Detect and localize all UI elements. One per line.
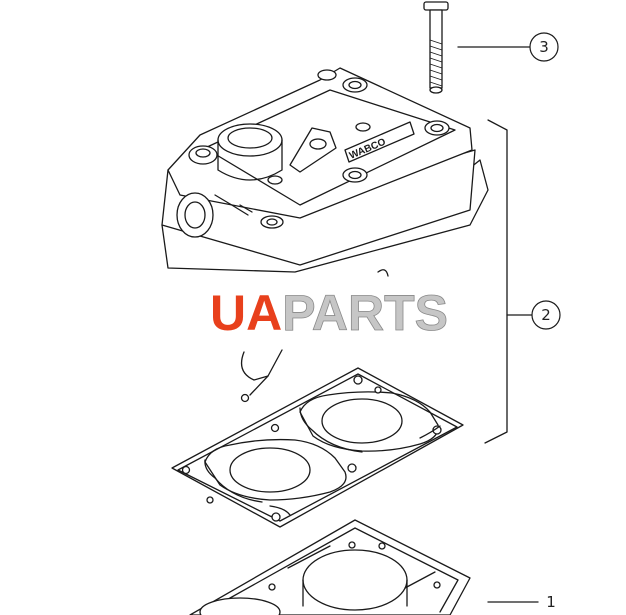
callout-label-2: 2 bbox=[541, 306, 551, 324]
bolt-part bbox=[423, 1, 449, 94]
watermark: UAPARTS bbox=[210, 285, 448, 342]
watermark-part2: PARTS bbox=[282, 285, 448, 341]
assembly-bracket bbox=[484, 119, 533, 444]
lower-block bbox=[189, 519, 471, 615]
callout-2: 2 bbox=[531, 300, 561, 330]
valve-plate-gasket bbox=[171, 367, 464, 528]
spring-clip bbox=[240, 349, 283, 403]
watermark-part1: UA bbox=[210, 285, 282, 341]
callout-3: 3 bbox=[529, 32, 559, 62]
callout-label-1: 1 bbox=[546, 593, 556, 611]
callout-1: 1 bbox=[546, 593, 556, 611]
cylinder-head bbox=[161, 67, 489, 277]
svg-text:UAPARTS: UAPARTS bbox=[210, 285, 448, 341]
callout-label-3: 3 bbox=[539, 38, 549, 56]
